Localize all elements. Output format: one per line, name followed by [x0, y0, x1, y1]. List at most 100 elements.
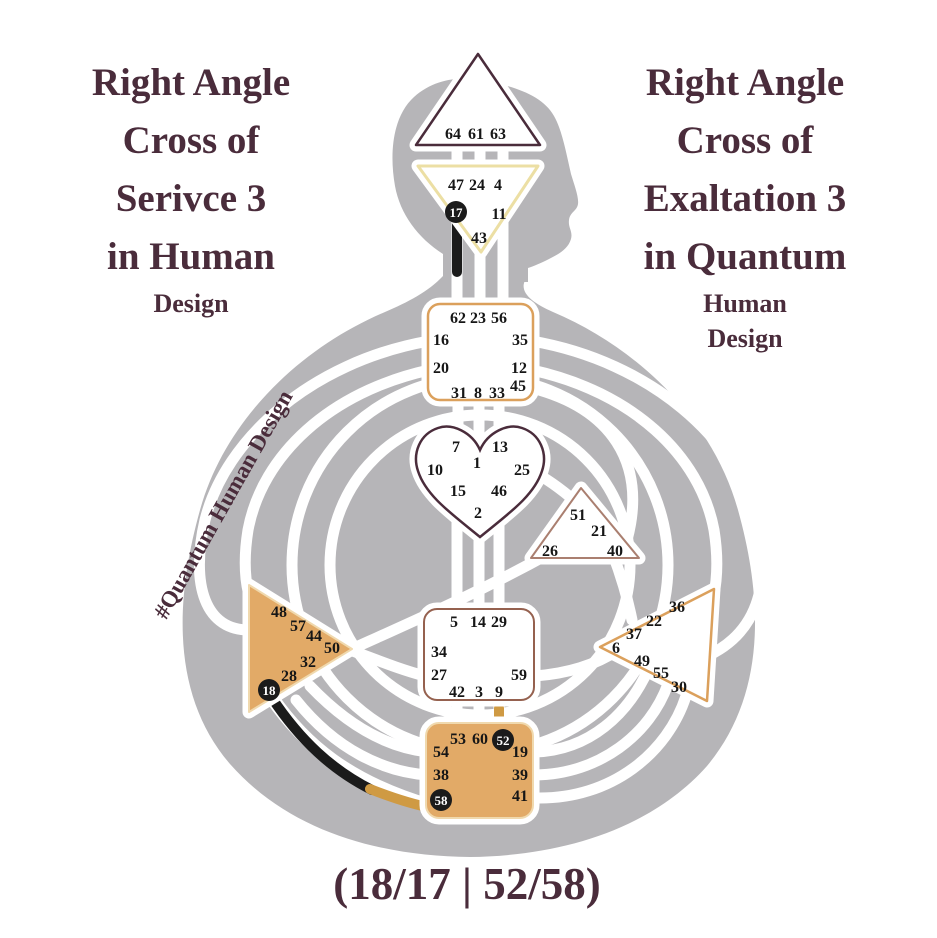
gate-23: 23	[470, 310, 486, 327]
gate-17: 17	[450, 205, 464, 220]
gate-11: 11	[491, 206, 506, 223]
right-title-line: in Quantum	[643, 235, 847, 278]
gate-39: 39	[512, 767, 528, 784]
gate-62: 62	[450, 310, 466, 327]
g-center-shape	[414, 425, 546, 539]
channel-32-54	[304, 680, 434, 758]
right-title-subline: Human	[703, 289, 787, 318]
gate-58: 58	[435, 793, 449, 808]
gate-5: 5	[450, 614, 458, 631]
gate-58-filled-circle	[430, 789, 452, 811]
gate-36: 36	[669, 599, 685, 616]
gate-45: 45	[510, 378, 526, 395]
left-title-line: Serivce 3	[115, 177, 267, 220]
gate-21: 21	[591, 523, 607, 540]
gate-50: 50	[324, 640, 340, 657]
left-cross-title: Right Angle Cross of Serivce 3 in Human …	[10, 54, 372, 321]
gate-53: 53	[450, 731, 466, 748]
gate-40: 40	[607, 543, 623, 560]
gate-52-filled-circle	[492, 729, 514, 751]
gate-35: 35	[512, 332, 528, 349]
right-title-line: Exaltation 3	[643, 177, 847, 220]
gate-32: 32	[300, 654, 316, 671]
gate-25: 25	[514, 462, 530, 479]
gate-29: 29	[491, 614, 507, 631]
solar-plexus-center-shape	[598, 587, 716, 703]
gate-12: 12	[511, 360, 527, 377]
channel-ring-inner	[324, 409, 636, 721]
gate-61: 61	[468, 126, 484, 143]
channel-41-30	[529, 690, 692, 804]
sacral-center-shape	[423, 608, 535, 701]
channel-35-36	[526, 335, 768, 664]
active-gate18-segment	[267, 693, 377, 795]
gate-49: 49	[634, 653, 650, 670]
gate-60: 60	[472, 731, 488, 748]
cross-gates-label: (18/17 | 52/58)	[333, 859, 601, 909]
left-title-line: Cross of	[122, 119, 260, 162]
channel-45-21	[526, 382, 639, 546]
gate-6: 6	[612, 640, 620, 657]
gate-34: 34	[431, 644, 447, 661]
right-cross-title: Right Angle Cross of Exaltation 3 in Qua…	[563, 54, 927, 356]
left-title-line: Right Angle	[91, 61, 291, 104]
gate-24: 24	[469, 177, 485, 194]
right-title-line: Right Angle	[645, 61, 845, 104]
gate-17-filled-circle	[445, 201, 467, 223]
gate-33: 33	[489, 385, 505, 402]
gate-31: 31	[451, 385, 467, 402]
gate-20: 20	[433, 360, 449, 377]
gate-18: 18	[263, 683, 277, 698]
gate-4: 4	[494, 177, 502, 194]
gate-46: 46	[491, 483, 507, 500]
gate-28: 28	[281, 668, 297, 685]
gate-14: 14	[470, 614, 486, 631]
gate-43: 43	[471, 230, 487, 247]
will-center-shape	[530, 487, 640, 559]
left-title-subline: Design	[153, 289, 229, 318]
gate-2: 2	[474, 505, 482, 522]
gate-7: 7	[452, 439, 460, 456]
gate-59: 59	[511, 667, 527, 684]
gate-48: 48	[271, 604, 287, 621]
right-title-line: Cross of	[676, 119, 814, 162]
gate-38: 38	[433, 767, 449, 784]
gate-64: 64	[445, 126, 461, 143]
throat-center-shape	[426, 302, 535, 402]
gate-13: 13	[492, 439, 508, 456]
gate-63: 63	[490, 126, 506, 143]
right-title-subline: Design	[707, 324, 783, 353]
gate-numbers: 64 61 63 47 24 4 17 11 43 62 23 56 16 35…	[258, 126, 687, 811]
gate-10: 10	[427, 462, 443, 479]
gate-56: 56	[491, 310, 507, 327]
channel-19-49	[529, 664, 654, 758]
gate-47: 47	[448, 177, 464, 194]
gate-18-filled-circle	[258, 679, 280, 701]
channel-39-55	[529, 678, 674, 781]
gate-15: 15	[450, 483, 466, 500]
gate-27: 27	[431, 667, 447, 684]
gate-41: 41	[512, 788, 528, 805]
gate-37: 37	[626, 626, 642, 643]
gate-44: 44	[306, 628, 322, 645]
left-title-line: in Human	[107, 235, 275, 278]
spleen-center-shape	[248, 584, 353, 713]
gate-57: 57	[290, 618, 306, 635]
gate-1: 1	[473, 455, 481, 472]
gate-8: 8	[474, 385, 482, 402]
gate-22: 22	[646, 613, 662, 630]
gate-26: 26	[542, 543, 558, 560]
gate-52: 52	[497, 733, 510, 748]
gate-3: 3	[475, 684, 483, 701]
head-center-shape	[414, 52, 542, 147]
gate-42: 42	[449, 684, 465, 701]
gate-19: 19	[512, 744, 528, 761]
channel-16-48	[193, 335, 435, 636]
channel-28-38	[290, 694, 434, 781]
gate-55: 55	[653, 665, 669, 682]
gate-51: 51	[570, 507, 586, 524]
gate-9: 9	[495, 684, 503, 701]
gate-30: 30	[671, 679, 687, 696]
